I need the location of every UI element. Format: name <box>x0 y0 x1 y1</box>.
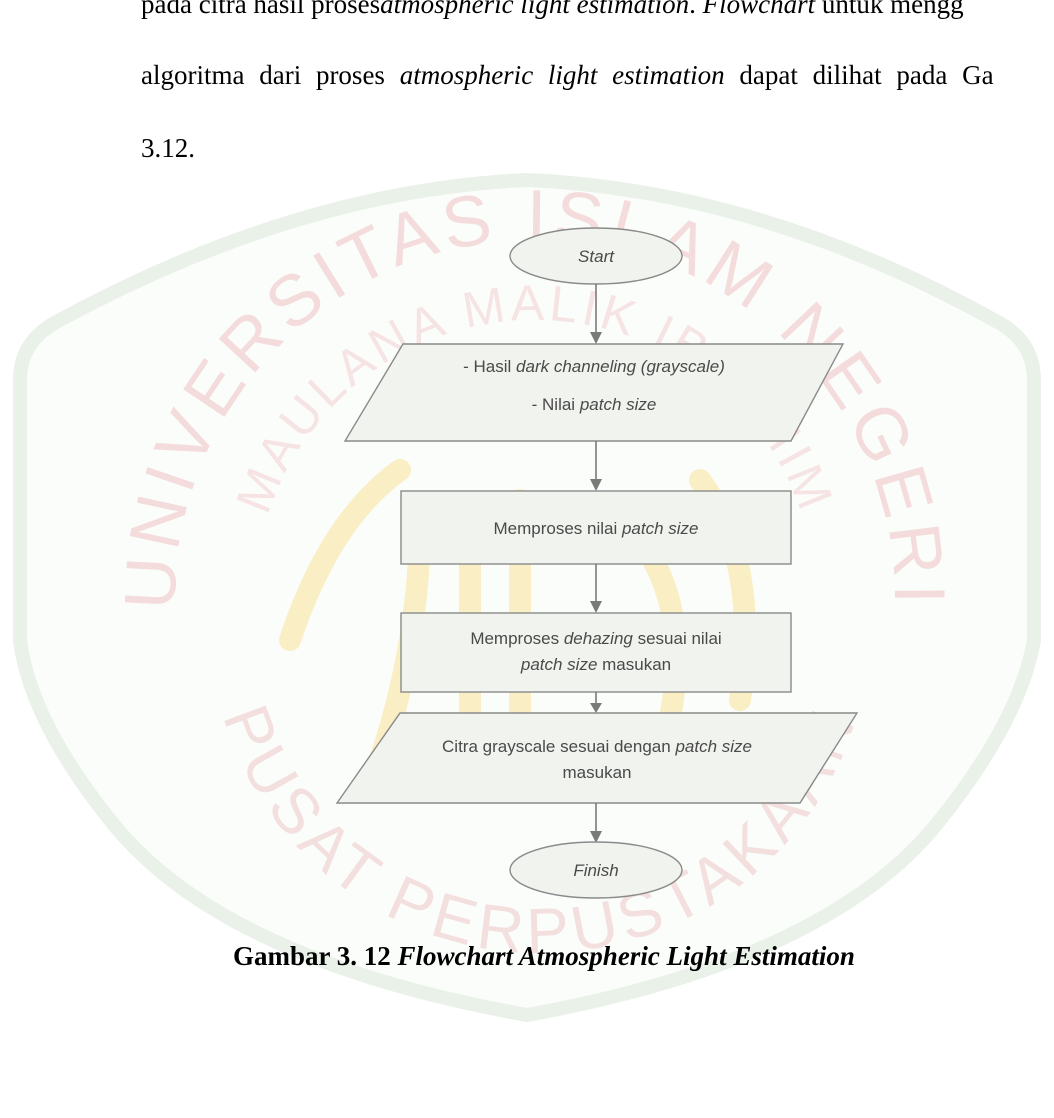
input-parallelogram <box>343 343 845 442</box>
arrowhead-3 <box>590 601 602 613</box>
start-label: Start <box>578 247 615 266</box>
figure-caption: Gambar 3. 12 Flowchart Atmospheric Light… <box>0 941 1054 972</box>
finish-label: Finish <box>573 861 618 880</box>
paragraph-emphasis: atmospheric light estimation <box>399 60 725 90</box>
paragraph-text: algoritma dari proses <box>141 60 400 90</box>
process-box-2 <box>400 612 792 693</box>
paragraph-emphasis: atmospheric light estimation <box>380 0 690 19</box>
arrowhead-1 <box>590 332 602 344</box>
paragraph-text: untuk mengg <box>815 0 964 19</box>
arrowhead-4 <box>590 703 602 713</box>
input-line-2: - Nilai patch size <box>532 395 657 414</box>
paragraph-line-3: 3.12. <box>141 133 195 163</box>
output-line-2: masukan <box>563 763 632 782</box>
caption-title: Flowchart Atmospheric Light Estimation <box>397 941 855 971</box>
finish-terminator <box>509 841 683 899</box>
process-1-label: Memproses nilai patch size <box>493 519 698 538</box>
paragraph-text: pada citra hasil proses <box>141 0 381 19</box>
paragraph-text: . <box>689 0 703 19</box>
paragraph-text: dapat dilihat pada Ga <box>724 60 994 90</box>
arrowhead-2 <box>590 479 602 491</box>
paragraph-line-2: algoritma dari proses atmospheric light … <box>141 55 994 95</box>
paragraph-emphasis: Flowchart <box>702 0 816 19</box>
input-line-1: - Hasil dark channeling (grayscale) <box>463 357 725 376</box>
process-2-line-2: patch size masukan <box>520 655 671 674</box>
output-line-1: Citra grayscale sesuai dengan patch size <box>442 737 752 756</box>
paragraph-line-1: pada citra hasil prosesatmospheric light… <box>141 0 964 24</box>
output-parallelogram <box>335 712 859 804</box>
process-2-line-1: Memproses dehazing sesuai nilai <box>470 629 721 648</box>
process-box-1 <box>400 490 792 565</box>
arrowhead-5 <box>590 831 602 843</box>
caption-label: Gambar 3. 12 <box>233 941 398 971</box>
